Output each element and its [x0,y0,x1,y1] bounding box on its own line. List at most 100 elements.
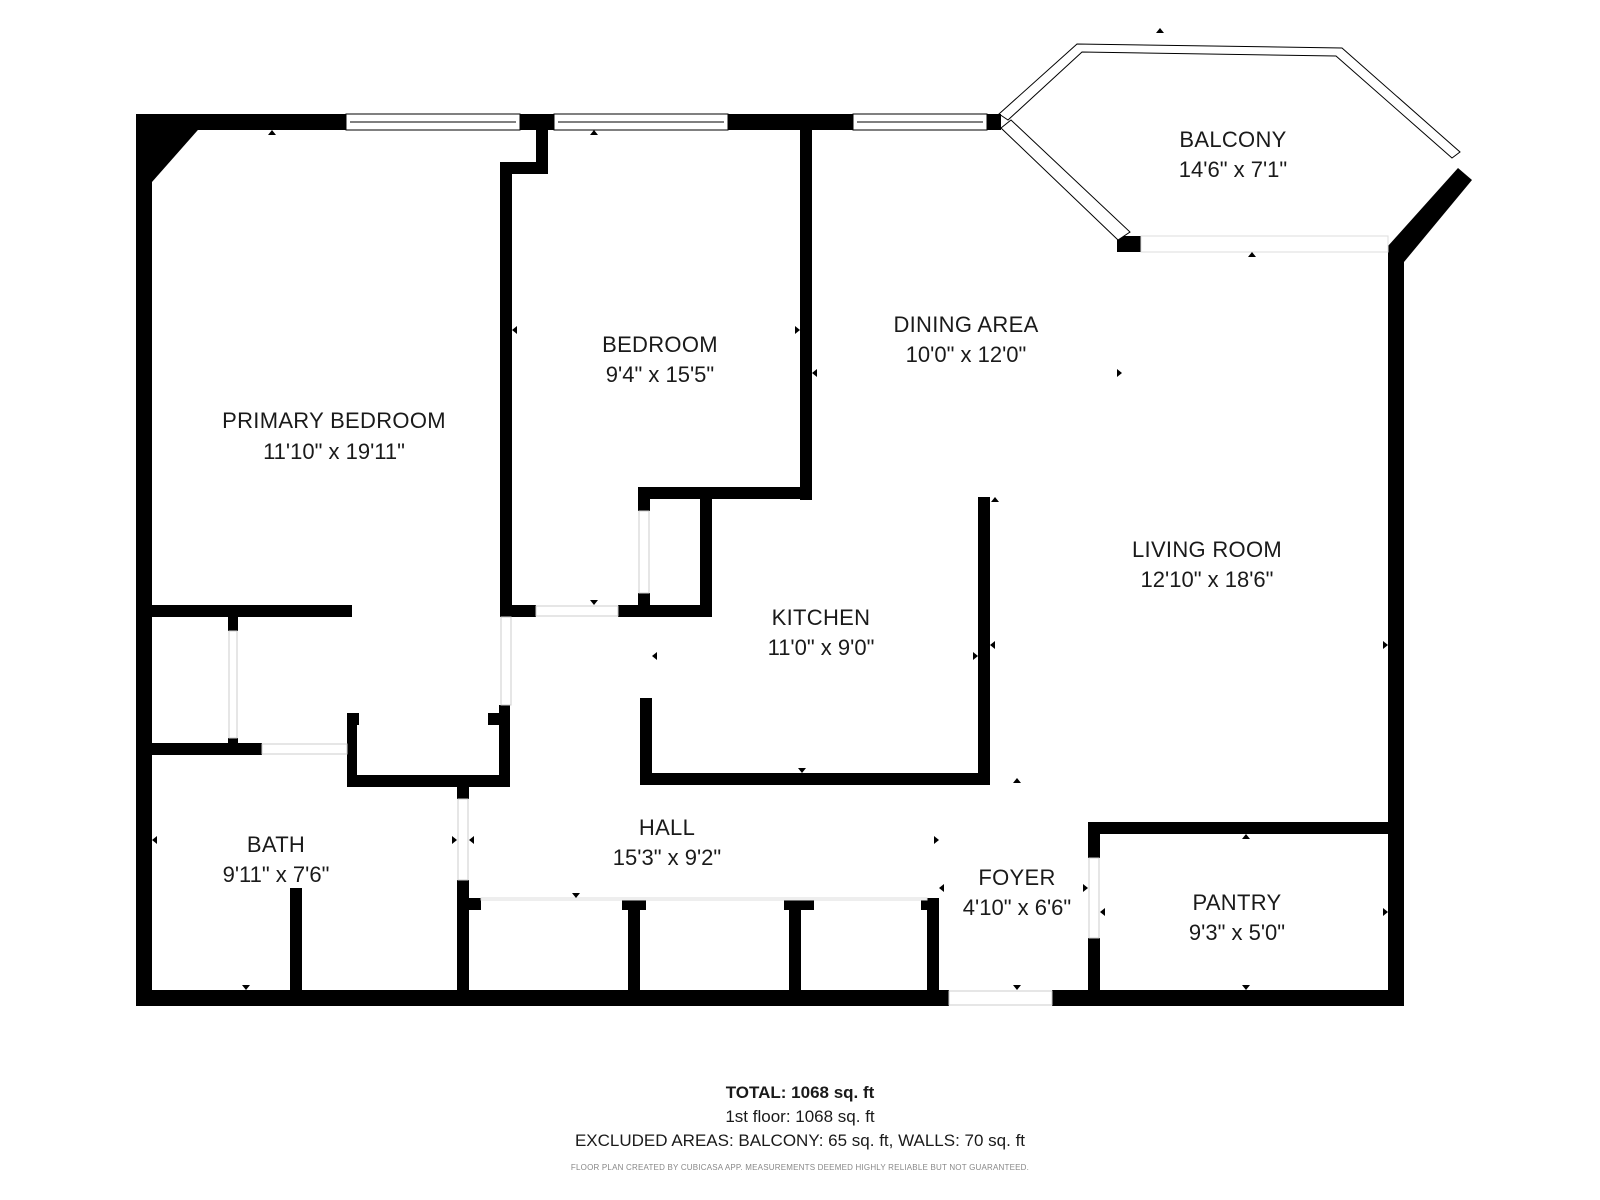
wall-closet-post-a [228,617,238,631]
hall-closet-top-a [469,898,481,910]
marker-arrow [452,836,457,844]
outer-wall-top-c [728,114,853,130]
wall-bed-divider [500,162,512,617]
room-name-living: LIVING ROOM [1132,537,1282,562]
wall-closet-left [638,487,650,511]
marker-arrow [1242,834,1250,839]
marker-arrow [795,326,800,334]
marker-arrow [1242,985,1250,990]
wall-kitchen-right [978,497,990,785]
windows-and-openings [228,43,1461,1006]
wall-bath-cabinet-top-b [488,713,500,725]
room-dims-hall: 15'3" x 9'2" [613,845,721,870]
room-dims-dining: 10'0" x 12'0" [906,342,1027,367]
door-bath [457,798,469,881]
outer-wall-left [136,114,152,1006]
outer-wall-bottom-left [136,990,949,1006]
marker-arrow [572,893,580,898]
dimension-markers [152,28,1388,990]
wall-bedroom-floor [500,605,536,617]
room-labels: BALCONY 14'6" x 7'1" DINING AREA 10'0" x… [222,127,1287,945]
marker-arrow [1383,641,1388,649]
room-dims-pantry: 9'3" x 5'0" [1189,920,1285,945]
door-bedroom [535,605,619,617]
room-name-bath: BATH [247,832,305,857]
room-dims-living: 12'10" x 18'6" [1141,567,1274,592]
door-primary [500,616,512,706]
room-name-pantry: PANTRY [1192,890,1281,915]
door-entry [948,990,1053,1006]
room-dims-bedroom: 9'4" x 15'5" [606,362,714,387]
room-dims-foyer: 4'10" x 6'6" [963,895,1071,920]
corner-fill [136,114,212,182]
hall-closet-cap-3 [921,898,939,910]
wall-pantry-left-top [1088,822,1100,858]
marker-arrow [1013,985,1021,990]
marker-arrow [590,130,598,135]
wall-closet-post-b [228,738,238,752]
wall-pantry-top [1088,822,1404,834]
wall-closet-right [700,487,712,617]
wall-bath-cabinet-top-a [347,713,359,725]
wall-kitchen-bottom [640,773,990,785]
balcony-opening [1140,235,1389,253]
walls [136,114,1472,1006]
balcony-right-wall [1388,168,1472,262]
marker-arrow [1100,908,1105,916]
wall-hall-closet-3 [927,898,939,992]
marker-arrow [1117,369,1122,377]
marker-arrow [1383,908,1388,916]
excluded-areas: EXCLUDED AREAS: BALCONY: 65 sq. ft, WALL… [574,1131,1026,1150]
marker-arrow [939,884,944,892]
wall-bath-cabinet-right [499,705,510,787]
marker-arrow [973,652,978,660]
wall-closet-stub [500,162,546,174]
wall-primary-closet-top [136,605,352,617]
door-pantry [1088,857,1100,939]
wall-bedroom-right [800,130,812,500]
room-dims-primary: 11'10" x 19'11" [263,439,405,464]
hall-closet-cap-1 [622,898,646,910]
wall-kitchen-left [640,698,652,780]
room-name-balcony: BALCONY [1179,127,1286,152]
room-name-foyer: FOYER [978,865,1055,890]
room-name-kitchen: KITCHEN [772,605,871,630]
marker-arrow [990,641,995,649]
marker-arrow [1083,884,1088,892]
marker-arrow [1248,252,1256,257]
door-primary-closet [228,630,238,739]
wall-hall-closet-1 [628,898,640,992]
wall-closet-floor [618,605,712,617]
wall-pantry-left-bottom [1088,938,1100,992]
marker-arrow [268,130,276,135]
wall-hall-closet-2 [789,898,801,992]
balcony-door [1000,119,1131,241]
marker-arrow [152,836,157,844]
marker-arrow [590,600,598,605]
room-name-hall: HALL [639,815,695,840]
marker-arrow [1013,778,1021,783]
marker-arrow [242,985,250,990]
balcony-railing [998,43,1461,159]
wall-bath-cabinet-bottom [347,775,510,787]
room-dims-kitchen: 11'0" x 9'0" [768,635,875,660]
room-name-dining: DINING AREA [893,312,1038,337]
wall-bath-right [457,880,469,992]
wall-closet-stub-v [536,114,548,174]
marker-arrow [469,836,474,844]
marker-arrow [1156,28,1164,33]
marker-arrow [798,768,806,773]
marker-arrow [934,836,939,844]
disclaimer: FLOOR PLAN CREATED BY CUBICASA APP. MEAS… [570,1163,1030,1172]
wall-bath-cabinet [347,713,357,783]
marker-arrow [991,497,999,502]
outer-wall-bottom-right [1052,990,1404,1006]
room-dims-bath: 9'11" x 7'6" [223,862,330,887]
wall-bedroom-bottom [638,487,812,499]
marker-arrow [512,326,517,334]
marker-arrow [652,652,657,660]
wall-primary-closet-bottom [136,743,262,755]
door-bath-closet [261,743,348,755]
wall-bath-right-top [457,785,469,799]
